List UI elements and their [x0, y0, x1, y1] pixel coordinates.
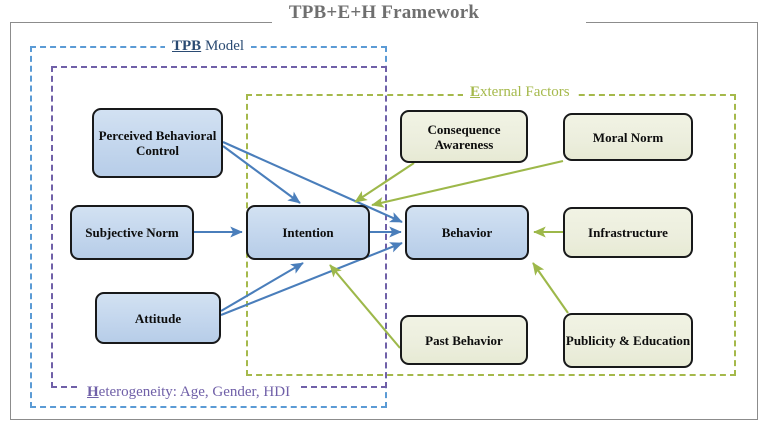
frame-bottom-rule: [10, 419, 758, 420]
edge-pbc-to-intention: [222, 145, 301, 204]
frame-right-rule: [757, 22, 758, 420]
edge-moral-norm-to-intention: [371, 159, 564, 208]
external-factors-group-label: External Factors: [463, 84, 577, 101]
edge-attitude-to-intention: [220, 262, 304, 312]
heterogeneity-label-bold: H: [87, 384, 99, 400]
node-attitude[interactable]: Attitude: [95, 292, 221, 344]
tpb-label-rest: Model: [201, 38, 245, 54]
node-subjective-norm[interactable]: Subjective Norm: [70, 205, 194, 260]
node-infrastructure[interactable]: Infrastructure: [563, 207, 693, 258]
page-title: TPB+E+H Framework: [288, 2, 480, 23]
edge-past-behavior-to-intention: [329, 264, 401, 349]
edge-publicity-education-to-behavior: [532, 262, 569, 314]
heterogeneity-group-label: Heterogeneity: Age, Gender, HDI: [80, 384, 298, 401]
node-moral-norm[interactable]: Moral Norm: [563, 113, 693, 161]
node-perceived-behavioral-control[interactable]: Perceived Behavioral Control: [92, 108, 223, 178]
node-consequence-awareness[interactable]: Consequence Awareness: [400, 110, 528, 163]
frame-top-right-rule: [586, 22, 758, 23]
heterogeneity-label-rest: eterogeneity: Age, Gender, HDI: [98, 384, 291, 400]
external-label-bold: E: [470, 84, 481, 100]
node-intention[interactable]: Intention: [246, 205, 370, 260]
node-past-behavior[interactable]: Past Behavior: [400, 315, 528, 365]
node-publicity-education[interactable]: Publicity & Education: [563, 313, 693, 368]
frame-top-left-rule: [10, 22, 272, 23]
frame-left-rule: [10, 22, 11, 420]
tpb-model-group-label: TPB Model: [165, 38, 252, 55]
edge-consequence-awareness-to-intention: [354, 162, 415, 203]
external-label-rest: xternal Factors: [480, 84, 570, 100]
node-behavior[interactable]: Behavior: [405, 205, 529, 260]
edge-attitude-to-behavior: [220, 242, 403, 316]
edge-pbc-to-behavior: [222, 141, 403, 223]
tpb-label-bold: TPB: [172, 38, 202, 54]
